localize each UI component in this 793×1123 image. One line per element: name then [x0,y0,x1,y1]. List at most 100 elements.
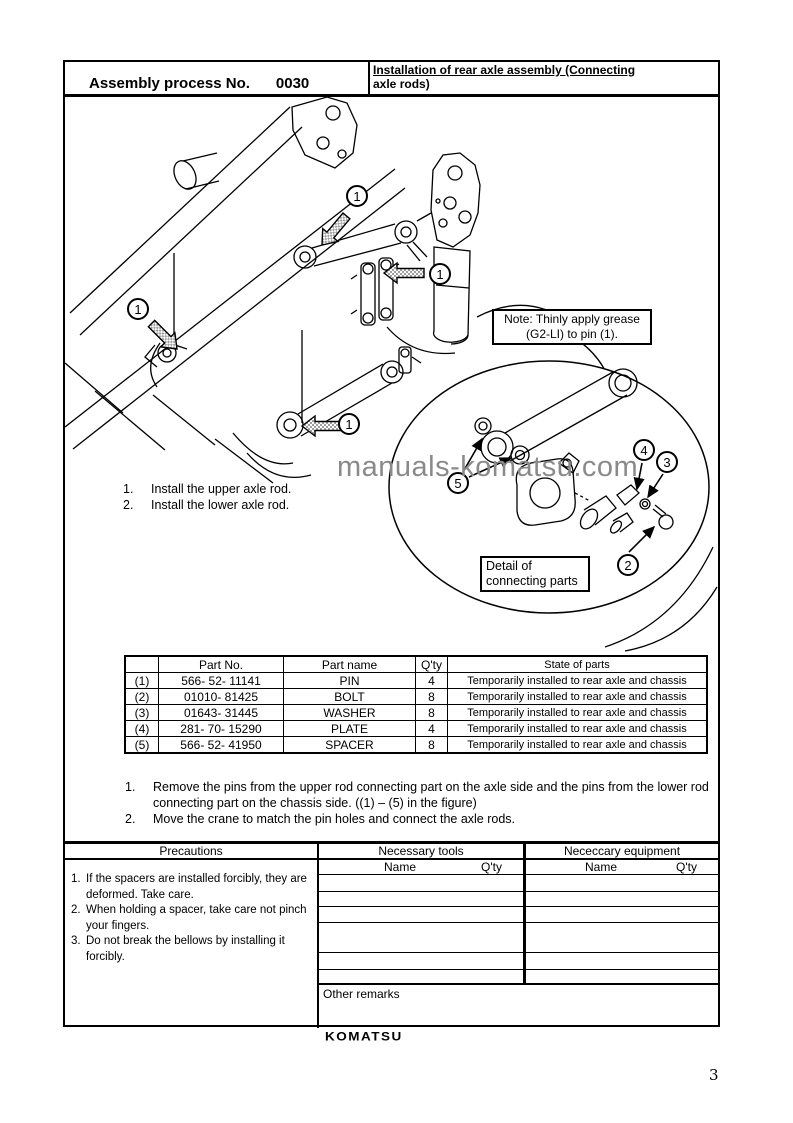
state-cell: Temporarily installed to rear axle and c… [447,688,708,705]
step-text: Install the lower axle rod. [151,498,290,512]
tools-name-label: Name [383,860,416,874]
process-description-line1: Installation of rear axle assembly (Conn… [373,63,636,77]
callout-1-lower: 1 [338,413,360,435]
callout-4: 4 [633,439,655,461]
other-remarks-cell: Other remarks [319,983,718,1028]
part-name-cell: BOLT [283,688,416,705]
callout-3: 3 [656,451,678,473]
tools-subheader: Name Q'ty [319,860,523,875]
assembly-process-label: Assembly process No. [89,75,250,92]
instruction-text: Move the crane to match the pin holes an… [153,812,516,826]
state-cell: Temporarily installed to rear axle and c… [447,720,708,737]
page-number: 3 [709,1066,719,1084]
row-rule [319,969,718,970]
work-instructions: 1. Remove the pins from the upper rod co… [125,780,719,829]
other-remarks-label: Other remarks [323,987,400,1001]
callout-1-right: 1 [429,263,451,285]
precautions-list: 1. If the spacers are installed forcibly… [71,872,313,965]
part-name-cell: SPACER [283,736,416,754]
instruction-1: 1. Remove the pins from the upper rod co… [125,780,719,811]
part-name-cell: PLATE [283,720,416,737]
precautions-tools-table: Precautions Necessary tools Nececcary eq… [65,841,718,1028]
equipment-subheader: Name Q'ty [526,860,718,875]
state-cell: Temporarily installed to rear axle and c… [447,704,708,721]
row-rule [319,906,718,907]
header: Assembly process No. 0030 Installation of… [65,62,718,97]
process-description-line2: axle rods) [373,77,430,91]
row-rule [319,952,718,953]
grease-note-line1: Note: Thinly apply grease [504,312,640,326]
row-rule [319,891,718,892]
qty-cell: 8 [415,704,448,721]
step-text: Install the upper axle rod. [151,482,292,496]
col-ref [124,655,159,673]
parts-row-5: (5) 566- 52- 41950 SPACER 8 Temporarily … [124,736,708,754]
parts-table-header-row: Part No. Part name Q'ty State of parts [124,655,708,673]
detail-label-line1: Detail of [486,559,532,573]
parts-table: Part No. Part name Q'ty State of parts (… [124,655,708,754]
precaution-number: 2. [71,904,81,916]
grease-note: Note: Thinly apply grease (G2-LI) to pin… [492,309,652,345]
page-frame: Assembly process No. 0030 Installation of… [63,60,720,1028]
parts-row-1: (1) 566- 52- 11141 PIN 4 Temporarily ins… [124,672,708,689]
row-rule [319,922,718,923]
col-state: State of parts [447,655,708,673]
detail-label: Detail of connecting parts [480,556,590,592]
precaution-number: 3. [71,935,81,947]
ref-cell: (5) [124,736,159,754]
col-part-name: Part name [283,655,416,673]
install-steps: 1. Install the upper axle rod. 2. Instal… [123,481,291,513]
callout-5: 5 [447,472,469,494]
grease-note-line2: (G2-LI) to pin (1). [525,327,619,341]
precaution-text: Do not break the bellows by installing i… [86,935,285,963]
assembly-diagram: 1 1 1 1 2 3 4 5 Note: Thinly apply greas… [65,95,718,652]
precaution-number: 1. [71,873,81,885]
part-no-cell: 566- 52- 11141 [158,672,284,689]
instruction-number: 1. [125,780,136,794]
callout-1-upper: 1 [346,185,368,207]
ref-cell: (1) [124,672,159,689]
precaution-text: If the spacers are installed forcibly, t… [86,873,307,901]
install-step-2: 2. Install the lower axle rod. [123,497,291,513]
ref-cell: (3) [124,704,159,721]
precaution-3: 3. Do not break the bellows by installin… [71,934,313,965]
komatsu-logo: KOMATSU [325,1029,403,1044]
parts-row-3: (3) 01643- 31445 WASHER 8 Temporarily in… [124,704,708,721]
equipment-header: Nececcary equipment [526,844,718,860]
column-divider [317,844,319,1028]
column-divider [523,844,526,983]
part-no-cell: 01643- 31445 [158,704,284,721]
install-step-1: 1. Install the upper axle rod. [123,481,291,497]
col-qty: Q'ty [415,655,448,673]
qty-cell: 4 [415,672,448,689]
assembly-process-number: 0030 [275,75,310,92]
qty-cell: 8 [415,736,448,754]
part-no-cell: 281- 70- 15290 [158,720,284,737]
state-cell: Temporarily installed to rear axle and c… [447,672,708,689]
part-name-cell: PIN [283,672,416,689]
callout-1-left: 1 [127,298,149,320]
process-description: Installation of rear axle assembly (Conn… [368,62,718,94]
tools-qty-label: Q'ty [481,860,502,874]
precaution-2: 2. When holding a spacer, take care not … [71,903,313,934]
part-no-cell: 566- 52- 41950 [158,736,284,754]
precaution-1: 1. If the spacers are installed forcibly… [71,872,313,903]
step-number: 2. [123,498,134,512]
instruction-text: Remove the pins from the upper rod conne… [153,780,709,810]
part-name-cell: WASHER [283,704,416,721]
instruction-2: 2. Move the crane to match the pin holes… [125,812,719,828]
qty-cell: 4 [415,720,448,737]
parts-row-4: (4) 281- 70- 15290 PLATE 4 Temporarily i… [124,720,708,737]
part-no-cell: 01010- 81425 [158,688,284,705]
parts-row-2: (2) 01010- 81425 BOLT 8 Temporarily inst… [124,688,708,705]
state-cell: Temporarily installed to rear axle and c… [447,736,708,754]
instruction-number: 2. [125,812,136,826]
step-number: 1. [123,482,134,496]
qty-cell: 8 [415,688,448,705]
assembly-process-title: Assembly process No. 0030 [65,62,368,94]
callout-2: 2 [617,554,639,576]
tools-header: Necessary tools [319,844,523,860]
equipment-name-label: Name [584,860,617,874]
equipment-qty-label: Q'ty [676,860,697,874]
precaution-text: When holding a spacer, take care not pin… [86,904,307,932]
